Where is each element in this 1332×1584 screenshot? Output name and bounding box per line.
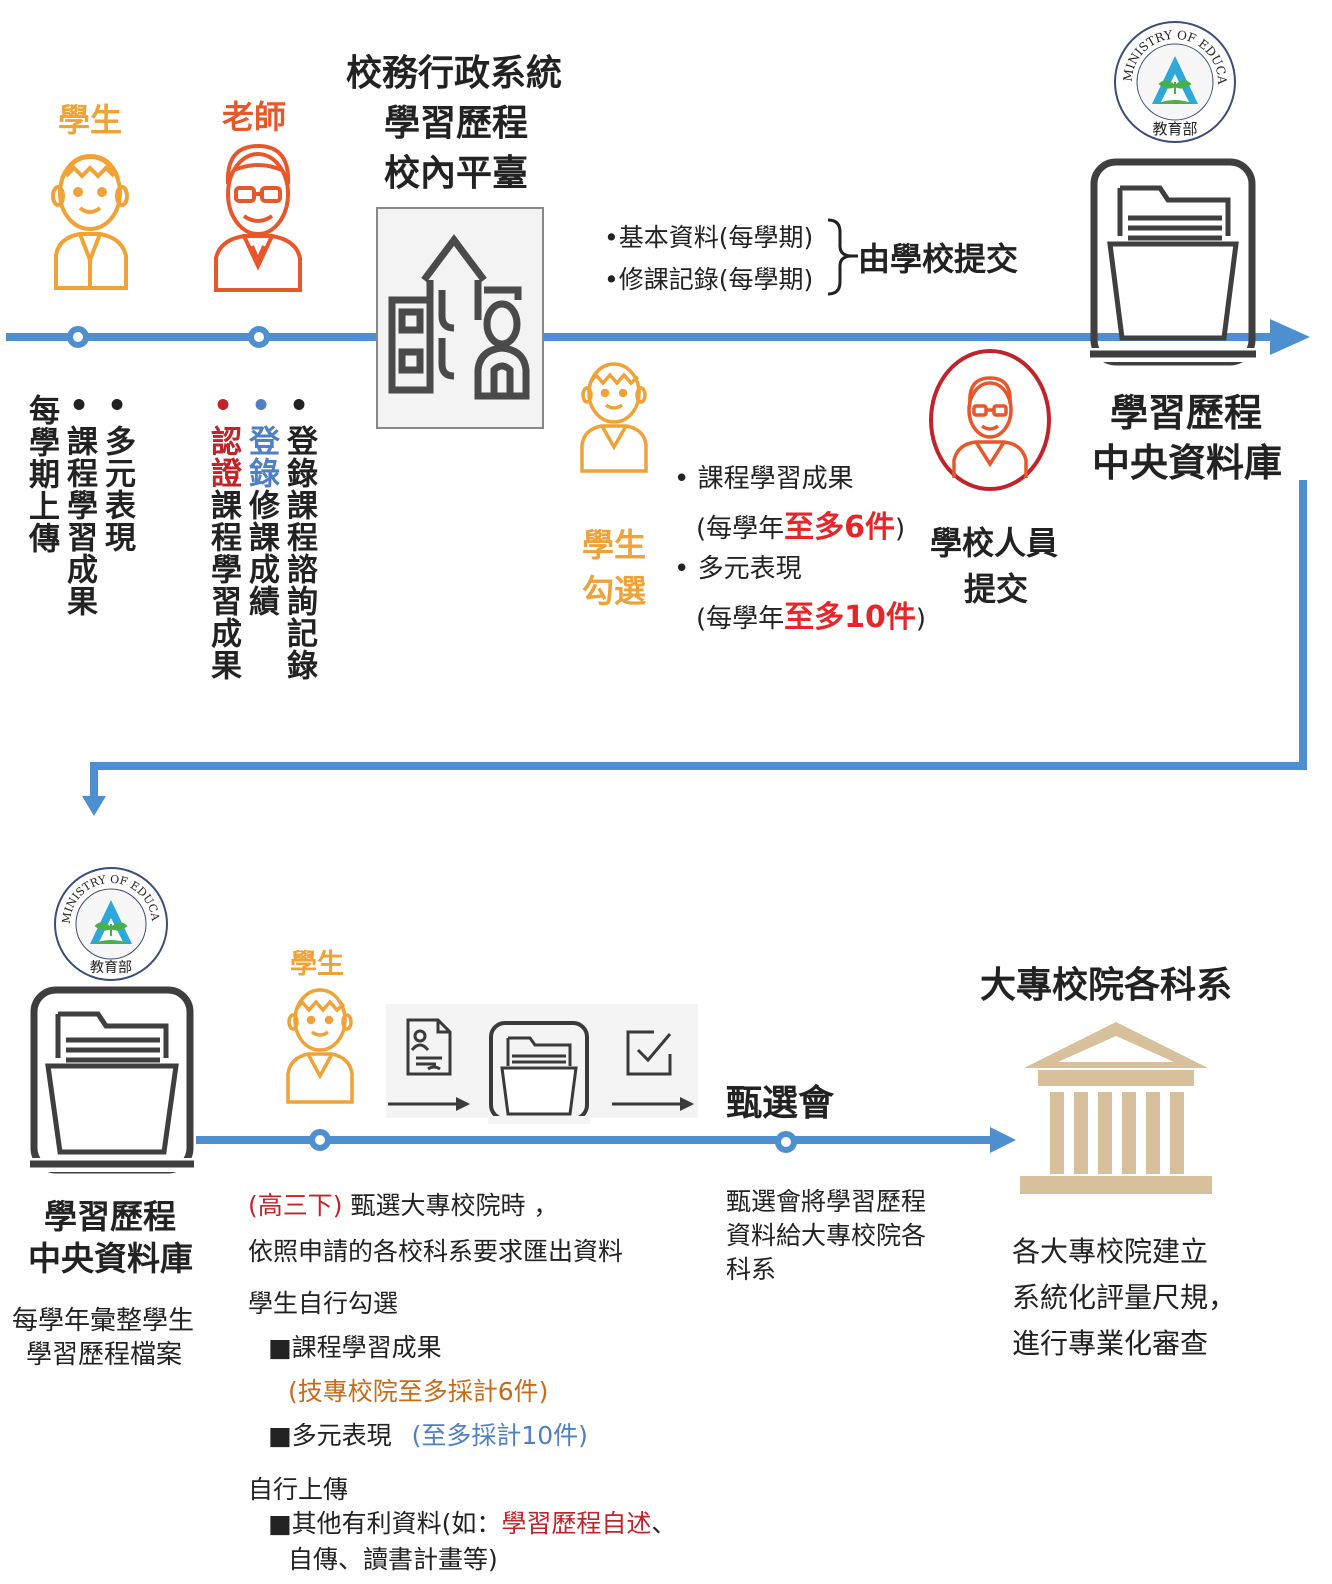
central-db-top-1: 學習歷程: [1110, 391, 1263, 435]
apply-line-8: ■其他有利資料(如：學習歷程自述、: [268, 1504, 676, 1540]
brace-item-2: •修課記錄(每學期): [604, 265, 814, 294]
brace-item-1: •基本資料(每學期): [604, 223, 814, 252]
arrow-1-icon: [388, 1097, 470, 1111]
teacher-col-3-mark: •: [205, 388, 241, 425]
top-timeline-arrowhead: [1270, 319, 1310, 355]
apply-line-6: ■多元表現 (至多採計10件): [268, 1416, 588, 1452]
moe-logo-bottom: MINISTRY OF EDUCATION 教育部: [47, 852, 168, 981]
apply-line-1: (高三下) 甄選大專校院時 ，: [248, 1186, 558, 1222]
student-pick-avatar-icon: [580, 362, 648, 473]
central-db-top-2: 中央資料庫: [1092, 441, 1283, 485]
pick-item-a-hl: 至多6件: [784, 510, 896, 545]
system-title-2: 學習歷程: [384, 103, 529, 144]
teacher-col-3: •認證課程學習成果: [204, 388, 242, 681]
teacher-col-2-rest: 修課成績: [243, 489, 279, 617]
student-label: 學生: [58, 101, 123, 139]
teacher-col-1: •登錄課程諮詢記錄: [281, 388, 317, 681]
brace-result: 由學校提交: [858, 240, 1019, 278]
timeline-node-selection: [775, 1131, 797, 1153]
central-db-folder-icon-bottom: [28, 986, 196, 1174]
moe-logo-bottom-text: 教育部: [90, 960, 132, 976]
teacher-avatar-icon: [214, 143, 302, 292]
university-building-icon: [1020, 1022, 1212, 1194]
student-col-3: 每學期上傳: [23, 394, 59, 554]
teacher-col-3-hl: 認證: [205, 425, 241, 489]
apply-line-8-hl: 學習歷程自述: [501, 1509, 652, 1538]
curly-brace-icon: [827, 218, 858, 296]
bottom-timeline-arrowhead: [990, 1127, 1016, 1153]
teacher-col-2: •登錄修課成績: [242, 388, 280, 617]
checkbox-icon: [626, 1030, 672, 1076]
pick-item-b-limit: (每學年至多10件): [696, 592, 926, 636]
apply-line-5: (技專校院至多採計6件): [288, 1377, 549, 1406]
system-title-3: 校內平臺: [384, 153, 529, 194]
top-timeline: [6, 333, 1276, 341]
pick-item-a: • 課程學習成果: [674, 464, 854, 494]
pick-item-a-post: ): [895, 514, 906, 544]
pick-item-b-hl: 至多10件: [784, 600, 916, 635]
apply-line-1-rest: 甄選大專校院時 ，: [342, 1191, 559, 1220]
school-building-icon: [388, 234, 530, 400]
pick-item-b-pre: (每學年: [696, 604, 785, 634]
selection-note-2: 資料給大專校院各: [726, 1221, 927, 1250]
connector-across: [90, 762, 1307, 770]
student-avatar-icon: [51, 153, 129, 290]
connector-left-down: [90, 762, 98, 800]
teacher-col-2-hl: 登錄: [243, 425, 279, 489]
student-col-1: •多元表現: [99, 388, 135, 553]
moe-logo-top: MINISTRY OF EDUCATION 教育部: [1107, 0, 1236, 143]
selection-note-3: 科系: [726, 1255, 777, 1284]
pick-item-a-pre: (每學年: [696, 514, 785, 544]
student-pick-label-1: 學生: [582, 526, 647, 564]
student-label-bottom: 學生: [290, 949, 344, 980]
apply-line-4: ■課程學習成果: [268, 1333, 442, 1362]
apply-line-8-pre: ■其他有利資料(如：: [268, 1509, 502, 1538]
db-note-2: 學習歷程檔案: [26, 1340, 183, 1370]
teacher-col-2-mark: •: [243, 388, 279, 425]
apply-line-1-hl: (高三下): [248, 1191, 343, 1220]
db-note-1: 每學年彙整學生: [12, 1306, 195, 1336]
arrow-2-icon: [612, 1097, 694, 1111]
central-db-folder-icon-top: [1088, 158, 1258, 366]
apply-line-3: 學生自行勾選: [248, 1289, 399, 1318]
central-db-bottom-1: 學習歷程: [44, 1197, 176, 1236]
apply-line-6-text: ■多元表現: [268, 1421, 392, 1450]
selection-note-1: 甄選會將學習歷程: [726, 1187, 927, 1216]
pick-item-a-limit: (每學年至多6件): [696, 502, 905, 546]
timeline-node-student-bottom: [309, 1129, 331, 1151]
university-title: 大專校院各科系: [980, 965, 1233, 1006]
pick-item-b-post: ): [915, 604, 927, 634]
university-note-1: 各大專校院建立: [1012, 1235, 1209, 1268]
teacher-label: 老師: [222, 98, 287, 136]
connector-arrowhead: [82, 796, 106, 816]
connector-right-down: [1299, 480, 1307, 770]
university-note-2: 系統化評量尺規，: [1012, 1281, 1237, 1314]
student-pick-label-2: 勾選: [582, 572, 647, 610]
apply-line-8-post: 、: [651, 1509, 677, 1538]
school-staff-avatar-icon: [929, 349, 1051, 491]
timeline-node-student: [67, 326, 89, 348]
central-db-bottom-2: 中央資料庫: [28, 1239, 193, 1278]
apply-line-9: 自傳、讀書計畫等): [288, 1545, 498, 1574]
student-bottom-avatar-icon: [286, 988, 354, 1104]
apply-line-7: 自行上傳: [248, 1475, 349, 1504]
apply-line-6-hl: (至多採計10件): [411, 1421, 588, 1450]
apply-line-2: 依照申請的各校科系要求匯出資料: [248, 1237, 624, 1266]
moe-logo-top-text: 教育部: [1152, 120, 1197, 138]
bottom-timeline: [196, 1136, 996, 1144]
folder-small-icon: [488, 1021, 590, 1124]
document-icon: [406, 1018, 452, 1076]
system-title-1: 校務行政系統: [346, 53, 563, 94]
school-staff-label-1: 學校人員: [930, 524, 1059, 562]
school-staff-label-2: 提交: [964, 570, 1029, 608]
university-note-3: 進行專業化審查: [1012, 1327, 1209, 1360]
pick-item-b: • 多元表現: [674, 554, 802, 584]
teacher-col-3-rest: 課程學習成果: [205, 489, 241, 681]
student-col-2: •課程學習成果: [61, 388, 97, 617]
selection-label: 甄選會: [726, 1083, 835, 1124]
timeline-node-teacher: [248, 326, 270, 348]
